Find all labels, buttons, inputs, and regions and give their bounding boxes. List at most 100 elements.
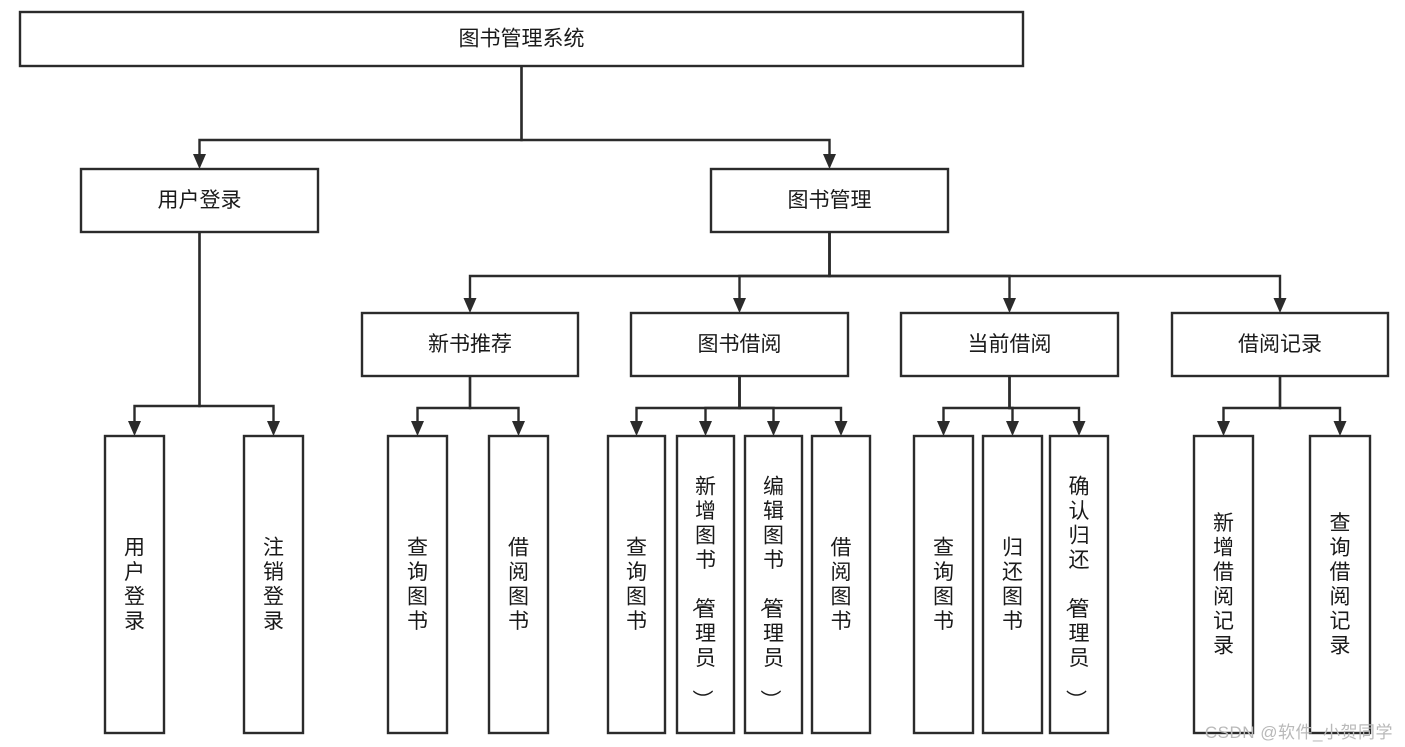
node-label: 用户登录 [124, 537, 145, 634]
node-label: 确认归还（管理员） [1064, 475, 1090, 710]
arrow-head-icon [1333, 421, 1347, 436]
connector-l3_3-to-leaf_11 [1222, 376, 1282, 421]
node-label: 注销登录 [263, 537, 284, 634]
node-l3_3[interactable]: 借阅记录 [1170, 311, 1390, 378]
connector-l2_0-to-leaf_1 [198, 232, 275, 421]
node-label: 当前借阅 [968, 333, 1052, 356]
node-box [629, 311, 850, 378]
arrow-head-icon [1217, 421, 1230, 436]
arrow-head-icon [1072, 421, 1086, 436]
node-l3_1[interactable]: 图书借阅 [629, 311, 850, 378]
node-label: 借阅记录 [1238, 333, 1322, 356]
connector-l2_1-to-l3_3 [828, 232, 1282, 298]
node-box [1048, 434, 1110, 735]
node-box [103, 434, 166, 735]
watermark-label: CSDN @软件_小贺同学 [1204, 723, 1393, 742]
connector-root-to-l2_0 [198, 66, 523, 154]
connector-l2_1-to-l3_2 [828, 232, 1011, 298]
arrow-head-icon [267, 421, 280, 436]
arrow-head-icon [1006, 421, 1019, 436]
node-layer: 图书管理系统用户登录图书管理新书推荐图书借阅当前借阅借阅记录用户登录注销登录查询… [18, 10, 1390, 735]
arrow-head-icon [411, 421, 424, 436]
arrow-head-icon [193, 154, 206, 169]
connector-l3_1-to-leaf_4 [635, 376, 741, 421]
node-box [386, 434, 449, 735]
arrow-head-icon [767, 421, 780, 436]
arrow-head-icon [128, 421, 141, 436]
arrow-head-icon [834, 421, 848, 436]
connector-l3_1-to-leaf_5 [704, 376, 741, 421]
node-label: 查询图书 [626, 537, 647, 634]
connector-l3_2-to-leaf_8 [942, 376, 1011, 421]
connector-l2_0-to-leaf_0 [133, 232, 201, 421]
node-l3_2[interactable]: 当前借阅 [899, 311, 1120, 378]
connector-l3_1-to-leaf_7 [738, 376, 843, 421]
arrow-head-icon [699, 421, 712, 436]
connector-root-to-l2_1 [520, 66, 831, 154]
connector-l3_3-to-leaf_12 [1278, 376, 1342, 421]
node-leaf_1[interactable]: 注销登录 [242, 434, 305, 735]
node-label: 查询图书 [933, 537, 954, 634]
node-box [360, 311, 580, 378]
node-box [709, 167, 950, 234]
arrow-head-icon [733, 298, 746, 313]
node-l2_1[interactable]: 图书管理 [709, 167, 950, 234]
node-box [675, 434, 736, 735]
node-box [912, 434, 975, 735]
node-leaf_4[interactable]: 查询图书 [606, 434, 667, 735]
node-root[interactable]: 图书管理系统 [18, 10, 1025, 68]
node-l3_0[interactable]: 新书推荐 [360, 311, 580, 378]
node-leaf_10[interactable]: 确认归还（管理员） [1048, 434, 1110, 735]
node-leaf_0[interactable]: 用户登录 [103, 434, 166, 735]
node-label: 查询借阅记录 [1330, 512, 1351, 658]
node-box [743, 434, 804, 735]
node-label: 借阅图书 [508, 537, 529, 634]
node-box [1192, 434, 1255, 735]
node-l2_0[interactable]: 用户登录 [79, 167, 320, 234]
node-box [606, 434, 667, 735]
node-label: 图书借阅 [698, 333, 782, 356]
node-label: 新增图书（管理员） [690, 475, 716, 710]
arrow-head-icon [937, 421, 950, 436]
node-leaf_3[interactable]: 借阅图书 [487, 434, 550, 735]
node-label: 借阅图书 [831, 537, 852, 634]
arrow-head-icon [1273, 298, 1287, 313]
node-leaf_5[interactable]: 新增图书（管理员） [675, 434, 736, 735]
arrow-head-icon [823, 154, 836, 169]
arrow-head-icon [1003, 298, 1016, 313]
arrow-head-icon [630, 421, 643, 436]
node-label: 新书推荐 [428, 333, 512, 356]
node-leaf_12[interactable]: 查询借阅记录 [1308, 434, 1372, 735]
node-label: 查询图书 [407, 537, 428, 634]
connector-l2_1-to-l3_0 [468, 232, 831, 298]
node-box [981, 434, 1044, 735]
arrow-head-icon [512, 421, 525, 436]
node-box [487, 434, 550, 735]
node-box [810, 434, 872, 735]
node-label: 归还图书 [1002, 537, 1023, 634]
node-box [18, 10, 1025, 68]
node-box [899, 311, 1120, 378]
arrow-head-icon [463, 298, 477, 313]
node-box [1308, 434, 1372, 735]
node-leaf_7[interactable]: 借阅图书 [810, 434, 872, 735]
node-box [1170, 311, 1390, 378]
connector-layer [128, 66, 1347, 436]
node-label: 用户登录 [158, 189, 242, 212]
connector-l3_2-to-leaf_10 [1008, 376, 1081, 421]
node-label: 编辑图书（管理员） [758, 475, 784, 710]
node-leaf_6[interactable]: 编辑图书（管理员） [743, 434, 804, 735]
connector-l2_1-to-l3_1 [738, 232, 831, 298]
node-box [79, 167, 320, 234]
connector-l3_1-to-leaf_6 [738, 376, 775, 421]
node-label: 新增借阅记录 [1213, 512, 1234, 658]
node-leaf_8[interactable]: 查询图书 [912, 434, 975, 735]
node-leaf_11[interactable]: 新增借阅记录 [1192, 434, 1255, 735]
node-leaf_9[interactable]: 归还图书 [981, 434, 1044, 735]
node-leaf_2[interactable]: 查询图书 [386, 434, 449, 735]
connector-l3_0-to-leaf_3 [468, 376, 520, 421]
node-label: 图书管理系统 [459, 28, 585, 51]
node-box [242, 434, 305, 735]
